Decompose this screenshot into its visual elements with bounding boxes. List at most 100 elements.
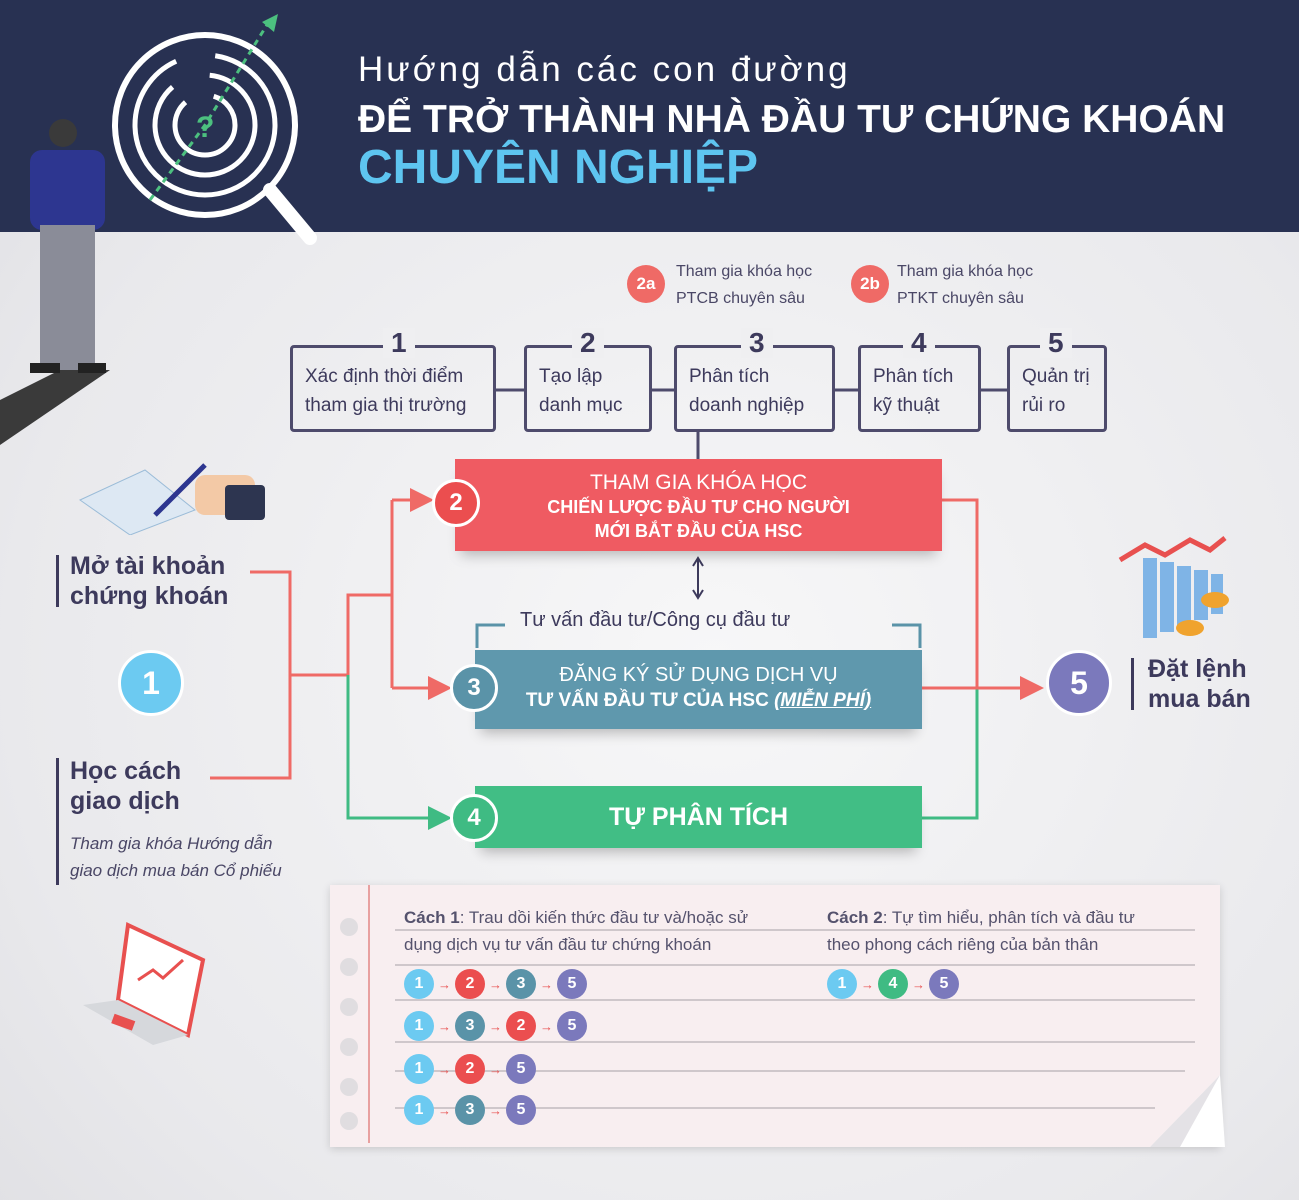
binder-hole <box>340 1038 358 1056</box>
learn-line1: Học cách <box>70 757 182 785</box>
place-order-line2: mua bán <box>1148 685 1251 713</box>
advisory-line1: ĐĂNG KÝ SỬ DỤNG DỊCH VỤ <box>559 664 838 686</box>
step-number: 4 <box>903 328 935 358</box>
learn-line2: giao dịch <box>70 787 180 815</box>
way-2-text1: : Tự tìm hiểu, phân tích và đầu tư <box>882 908 1135 927</box>
course-box: THAM GIA KHÓA HỌC CHIẾN LƯỢC ĐẦU TƯ CHO … <box>455 459 942 551</box>
step-circle-5: 5 <box>506 1095 536 1125</box>
step-text: Phân tích <box>873 366 954 387</box>
step-circle-2: 2 <box>506 1011 536 1041</box>
arrow-right-icon: → <box>540 976 553 992</box>
stage-circle-4: 4 <box>450 794 498 842</box>
binder-hole <box>340 1078 358 1096</box>
step-number: 5 <box>1040 328 1072 358</box>
step-circle-2: 2 <box>455 969 485 999</box>
title-line-3: CHUYÊN NGHIỆP <box>358 141 759 194</box>
stage-circle-5: 5 <box>1046 650 1112 716</box>
course-badge-2a: 2a <box>627 265 665 303</box>
arrow-right-icon: → <box>438 1018 451 1034</box>
self-analysis-box: TỰ PHÂN TÍCH <box>475 786 922 848</box>
step-text: tham gia thị trường <box>305 395 467 416</box>
course-2b-line1: Tham gia khóa học <box>897 263 1034 280</box>
advisory-box: ĐĂNG KÝ SỬ DỤNG DỊCH VỤ TƯ VẤN ĐẦU TƯ CỦ… <box>475 650 922 729</box>
binder-hole <box>340 998 358 1016</box>
arrow-right-icon: → <box>438 976 451 992</box>
step-circle-1: 1 <box>827 969 857 999</box>
way-2-description: Cách 2: Tự tìm hiểu, phân tích và đầu tư… <box>827 904 1135 958</box>
course-box-line3: MỚI BẮT ĐẦU CỦA HSC <box>594 521 803 541</box>
course-2a-line1: Tham gia khóa học <box>676 263 813 280</box>
step-circle-1: 1 <box>404 969 434 999</box>
learn-note-line1: Tham gia khóa Hướng dẫn <box>70 834 273 853</box>
course-2a-line2: PTCB chuyên sâu <box>676 290 805 307</box>
stage-circle-2: 2 <box>432 479 480 527</box>
path-sequence: 1→3→5 <box>404 1095 536 1125</box>
margin-line <box>368 885 370 1143</box>
way-1-text2: dụng dịch vụ tư vấn đầu tư chứng khoán <box>404 935 712 954</box>
rule-line <box>395 1041 1195 1043</box>
arrow-right-icon: → <box>438 1102 451 1118</box>
arrow-right-icon: → <box>540 1018 553 1034</box>
rule-line <box>395 929 1195 931</box>
step-text: Xác định thời điểm <box>305 366 464 387</box>
arrow-right-icon: → <box>912 976 925 992</box>
step-text: Tạo lập <box>539 366 603 387</box>
arrow-right-icon: → <box>438 1061 451 1077</box>
way-1-title: Cách 1 <box>404 908 460 927</box>
path-sequence: 1→3→2→5 <box>404 1011 587 1041</box>
step-number: 2 <box>572 328 604 358</box>
step-circle-1: 1 <box>404 1095 434 1125</box>
divider-bar <box>56 555 59 607</box>
way-2-text2: theo phong cách riêng của bản thân <box>827 935 1099 954</box>
free-tag: (MIỄN PHÍ) <box>774 690 872 711</box>
step-text: Quản trị <box>1022 366 1090 387</box>
stock-bars-coins-illustration <box>1118 536 1229 638</box>
way-1-description: Cách 1: Trau dồi kiến thức đầu tư và/hoặ… <box>404 904 748 958</box>
step-circle-3: 3 <box>506 969 536 999</box>
title-line-1: Hướng dẫn các con đường <box>358 50 851 89</box>
step-text: rủi ro <box>1022 395 1066 416</box>
way-1-text1: : Trau dồi kiến thức đầu tư và/hoặc sử <box>459 908 749 927</box>
page-curl <box>1150 1075 1225 1147</box>
course-2b-line2: PTKT chuyên sâu <box>897 290 1024 307</box>
divider-bar <box>56 758 59 885</box>
course-box-line1: THAM GIA KHÓA HỌC <box>589 471 808 494</box>
step-text: kỹ thuật <box>873 395 940 416</box>
title-line-2: ĐỂ TRỞ THÀNH NHÀ ĐẦU TƯ CHỨNG KHOÁN <box>358 98 1226 141</box>
maze-magnifier-illustration: ? <box>0 14 317 445</box>
step-text: doanh nghiệp <box>689 395 805 416</box>
open-account-line1: Mở tài khoản <box>70 552 226 580</box>
step-circle-5: 5 <box>506 1054 536 1084</box>
step-circle-4: 4 <box>878 969 908 999</box>
path-sequence: 1→2→3→5 <box>404 969 587 999</box>
binder-hole <box>340 1112 358 1130</box>
rule-line <box>395 1107 1155 1109</box>
step-circle-5: 5 <box>557 1011 587 1041</box>
step-circle-3: 3 <box>455 1095 485 1125</box>
step-number: 3 <box>741 328 773 358</box>
course-badge-2b: 2b <box>851 265 889 303</box>
tools-label: Tư vấn đầu tư/Công cụ đầu tư <box>520 609 791 631</box>
arrow-right-icon: → <box>489 1061 502 1077</box>
advisory-line2: TƯ VẤN ĐẦU TƯ CỦA HSC <box>525 690 769 711</box>
step-text: danh mục <box>539 395 623 416</box>
path-sequence: 1→4→5 <box>827 969 959 999</box>
laptop-chart-illustration <box>83 922 206 1045</box>
way-2-title: Cách 2 <box>827 908 883 927</box>
step-circle-3: 3 <box>455 1011 485 1041</box>
rule-line <box>395 964 1195 966</box>
binder-hole <box>340 958 358 976</box>
step-circle-1: 1 <box>404 1011 434 1041</box>
step-circle-5: 5 <box>557 969 587 999</box>
rule-line <box>395 999 1195 1001</box>
